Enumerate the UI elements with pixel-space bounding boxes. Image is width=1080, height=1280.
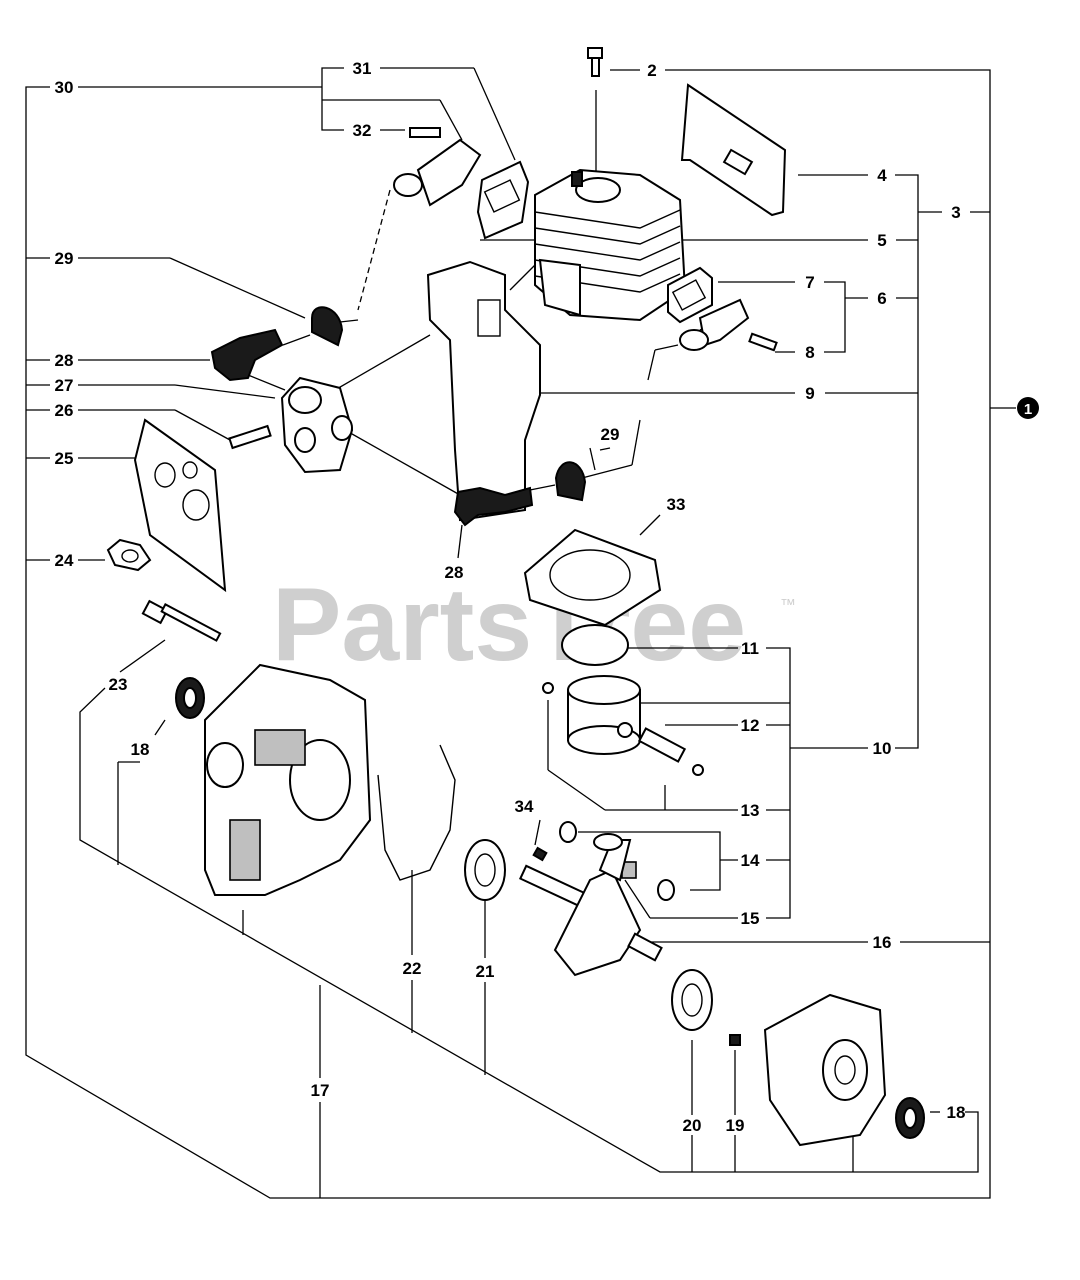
screw-part-26-icon — [228, 424, 272, 450]
callout-5: 5 — [877, 231, 886, 250]
oil-seal-part-18-left-icon — [175, 677, 205, 719]
key-part-19-icon — [729, 1034, 741, 1046]
cylinder-gasket-part-33-icon — [523, 528, 662, 627]
carburetor-part-27-icon — [280, 376, 354, 474]
callout-12: 12 — [741, 716, 760, 735]
circlip-part-13-left-icon — [542, 682, 554, 694]
callout-2: 2 — [647, 61, 656, 80]
callout-19: 19 — [726, 1116, 745, 1135]
callout-23: 23 — [109, 675, 128, 694]
exhaust-flange-part-8-icon — [679, 298, 778, 352]
callout-22: 22 — [403, 959, 422, 978]
callout-28-upper: 28 — [55, 351, 74, 370]
bearing-part-20-icon — [671, 969, 713, 1031]
callout-8: 8 — [805, 343, 814, 362]
callout-26: 26 — [55, 401, 74, 420]
spacer-part-29-upper-icon — [311, 306, 344, 347]
callout-20: 20 — [683, 1116, 702, 1135]
gasket-part-9-icon — [426, 260, 541, 522]
crankcase-part-17-left-icon — [204, 663, 372, 896]
assembly-marker: 1 — [1017, 397, 1039, 419]
callout-32: 32 — [353, 121, 372, 140]
key-part-34-icon — [532, 846, 548, 862]
hose-part-28-upper-icon — [210, 328, 284, 382]
washer-part-14-upper-icon — [559, 821, 577, 843]
callout-28-lower: 28 — [445, 563, 464, 582]
piston-part-12-icon — [567, 675, 641, 755]
callout-17: 17 — [311, 1081, 330, 1100]
callout-6: 6 — [877, 289, 886, 308]
bolt-part-2-icon — [587, 47, 603, 77]
callout-29-lower: 29 — [601, 425, 620, 444]
intake-manifold-part-31-icon — [393, 138, 530, 240]
spacer-part-29-lower-icon — [554, 461, 587, 502]
callout-7: 7 — [805, 273, 814, 292]
callout-33: 33 — [667, 495, 686, 514]
heat-shield-part-4-icon — [680, 83, 787, 217]
callout-31: 31 — [353, 59, 372, 78]
callout-24: 24 — [55, 551, 74, 570]
callout-labels: 31 30 32 2 4 3 5 29 7 6 8 28 27 9 26 29 … — [55, 59, 966, 1135]
cylinder-part-5-icon — [534, 168, 687, 322]
crankshaft-part-16-icon — [518, 833, 663, 977]
circlip-part-13-right-icon — [692, 764, 704, 776]
callout-4: 4 — [877, 166, 887, 185]
bearing-part-21-icon — [464, 839, 506, 901]
watermark: PartsTree — [272, 567, 746, 683]
crankcase-part-17-right-icon — [763, 993, 887, 1147]
callout-14: 14 — [741, 851, 760, 870]
bolt-part-32-icon — [409, 127, 441, 138]
gasket-part-24-icon — [106, 538, 152, 572]
leader-lines — [25, 67, 1016, 1199]
hose-part-28-lower-icon — [453, 486, 534, 527]
callout-3: 3 — [951, 203, 960, 222]
piston-pin-part-12-icon — [637, 727, 687, 763]
gasket-part-7-icon — [667, 266, 713, 324]
callout-18-right: 18 — [947, 1103, 966, 1122]
callout-10: 10 — [873, 739, 892, 758]
oil-seal-part-18-right-icon — [895, 1097, 925, 1139]
trademark-symbol: ™ — [780, 597, 796, 614]
gasket-part-22-icon — [377, 744, 456, 881]
callout-30: 30 — [55, 78, 74, 97]
callout-34: 34 — [515, 797, 534, 816]
callout-15: 15 — [741, 909, 760, 928]
callout-9: 9 — [805, 384, 814, 403]
callout-29-upper: 29 — [55, 249, 74, 268]
callout-25: 25 — [55, 449, 74, 468]
callout-11: 11 — [741, 639, 759, 658]
parts — [106, 47, 925, 1147]
washer-part-14-lower-icon — [657, 879, 675, 901]
callout-13: 13 — [741, 801, 760, 820]
piston-ring-part-11-icon — [561, 624, 629, 666]
gasket-part-25-icon — [133, 418, 227, 593]
assembly-marker-label: 1 — [1024, 401, 1032, 418]
callout-16: 16 — [873, 933, 892, 952]
callout-21: 21 — [476, 962, 495, 981]
callout-27: 27 — [55, 376, 74, 395]
callout-18-left: 18 — [131, 740, 150, 759]
bolt-part-23-icon — [141, 599, 222, 642]
